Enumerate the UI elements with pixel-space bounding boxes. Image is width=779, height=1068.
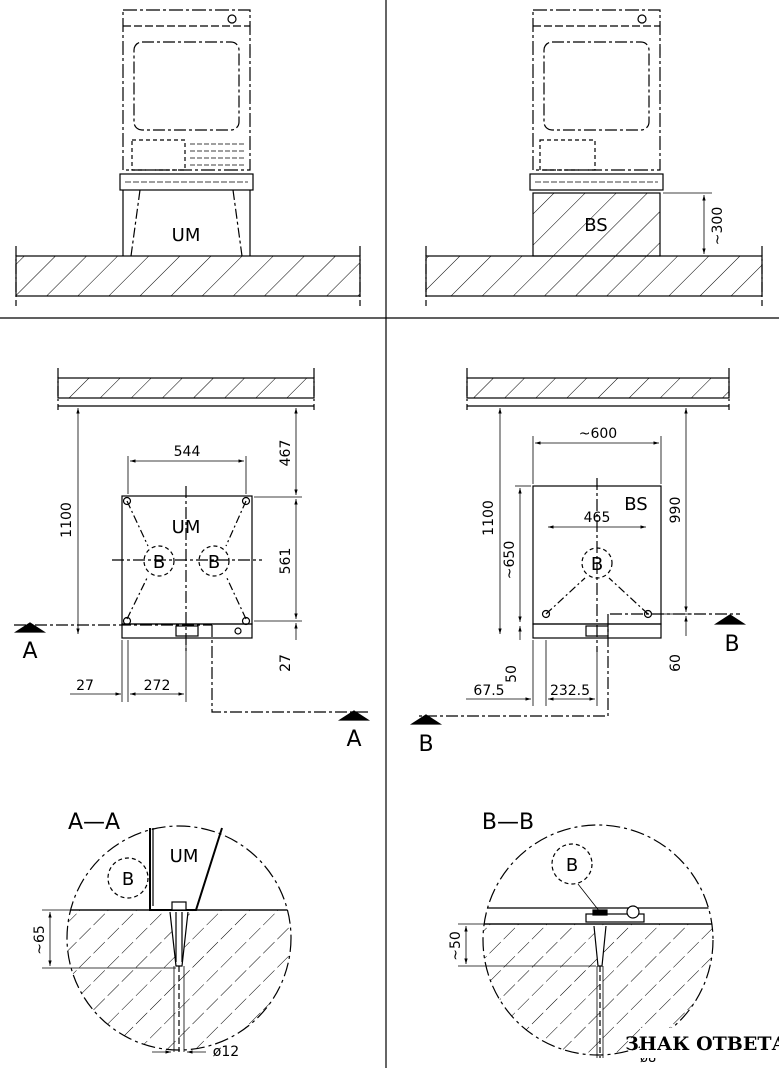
bolt-label: B — [566, 855, 578, 876]
section-b-b-view: B—B B ~50 ø8 — [448, 810, 714, 1066]
bs-label: BS — [624, 494, 647, 515]
section-marker-b: B — [418, 732, 433, 757]
dim-depth: 561 — [278, 548, 294, 575]
appliance-outline — [532, 9, 661, 171]
section-marker-a: A — [346, 727, 361, 752]
answer-stamp: ЗНАК ОТВЕТА — [625, 1033, 779, 1055]
dim-total-height: 1100 — [59, 502, 75, 538]
appliance-outline — [122, 9, 251, 171]
dim-left-offset: 27 — [76, 678, 94, 694]
depth-dim: ~50 — [448, 931, 464, 961]
wall — [57, 377, 315, 399]
dim-wall-gap: 467 — [278, 440, 294, 467]
um-label: UM — [172, 517, 201, 538]
bs-label: BS — [584, 215, 607, 236]
base-stand — [532, 192, 661, 257]
section-a-a-view: A—A B UM ~65 ø12 — [32, 810, 292, 1060]
dim-right-height: 990 — [668, 497, 684, 524]
section-marker-a: A — [22, 639, 37, 664]
section-b-title: B—B — [482, 810, 534, 835]
diameter-dim: ø12 — [213, 1044, 239, 1060]
floor-slab — [425, 255, 763, 297]
dim-bottom: 27 — [278, 654, 294, 672]
anchor-bolt — [585, 905, 645, 1058]
vent-grille — [190, 143, 244, 166]
floor-slab — [15, 255, 361, 297]
depth-dim: ~65 — [32, 925, 48, 955]
dim-bolt-span: 465 — [584, 510, 611, 526]
anchor-bolt — [169, 901, 189, 1052]
plan-um-view: B B UM A A 544 1100 — [13, 368, 371, 752]
dim-half-width: 232.5 — [550, 683, 590, 699]
dim-left-offset: 67.5 — [473, 683, 504, 699]
elevation-um-view: UM — [15, 9, 361, 306]
bolt-label: B — [591, 554, 603, 575]
bolt-label: B — [122, 869, 134, 890]
dim-depth: ~650 — [502, 541, 518, 579]
dim-width: ~600 — [579, 426, 617, 442]
dim-bottom: 50 — [504, 665, 520, 683]
elevation-bs-view: BS ~300 — [425, 9, 763, 306]
bolt-label: B — [153, 552, 165, 573]
section-a-title: A—A — [68, 810, 120, 835]
dim-half-width: 272 — [144, 678, 171, 694]
um-label: UM — [172, 225, 201, 246]
dim-total-height: 1100 — [481, 500, 497, 536]
section-marker-b: B — [724, 632, 739, 657]
bolt-label: B — [208, 552, 220, 573]
um-label: UM — [170, 846, 199, 867]
stamp-background — [640, 1028, 776, 1058]
height-dim: ~300 — [710, 207, 726, 245]
dim-right-bottom: 60 — [668, 654, 684, 672]
dim-width: 544 — [174, 444, 201, 460]
plan-bs-view: B BS B B ~600 465 — [409, 368, 747, 757]
wall — [466, 377, 730, 399]
